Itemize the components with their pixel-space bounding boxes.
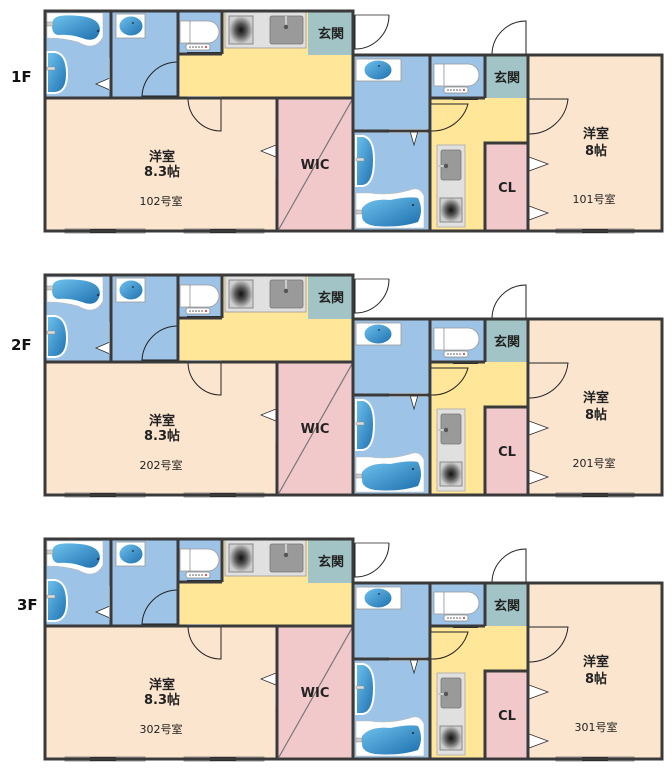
room-size-label: 8.3帖 — [144, 164, 180, 180]
room-size-label: 8帖 — [585, 143, 607, 159]
room-size-label: 8帖 — [585, 671, 607, 687]
entrance-label: 玄関 — [494, 598, 520, 614]
room-size-label: 8帖 — [585, 407, 607, 423]
closet-label: CL — [498, 445, 516, 460]
closet-label: WIC — [301, 158, 330, 173]
floor-2 — [43, 273, 664, 499]
entrance-label: 玄関 — [494, 334, 520, 350]
entrance-label: 玄関 — [318, 554, 344, 570]
room-type-label: 洋室 — [149, 677, 175, 693]
entrance-label: 玄関 — [494, 70, 520, 86]
closet-label: CL — [498, 181, 516, 196]
room-number-label: 301号室 — [575, 720, 618, 734]
floor-1 — [43, 9, 664, 235]
floor-label: 3F — [17, 596, 38, 614]
room-number-label: 302号室 — [140, 722, 183, 736]
room-number-label: 101号室 — [573, 192, 616, 206]
room-type-label: 洋室 — [583, 126, 609, 142]
entrance-label: 玄関 — [318, 290, 344, 306]
closet-label: WIC — [301, 686, 330, 701]
room-type-label: 洋室 — [149, 413, 175, 429]
room-size-label: 8.3帖 — [144, 692, 180, 708]
room-number-label: 202号室 — [140, 458, 183, 472]
room-type-label: 洋室 — [583, 390, 609, 406]
room-size-label: 8.3帖 — [144, 428, 180, 444]
entrance-label: 玄関 — [318, 26, 344, 42]
room-type-label: 洋室 — [583, 654, 609, 670]
closet-label: WIC — [301, 422, 330, 437]
room-number-label: 102号室 — [140, 194, 183, 208]
floor-label: 1F — [11, 68, 32, 86]
room-type-label: 洋室 — [149, 149, 175, 165]
room-number-label: 201号室 — [573, 456, 616, 470]
floor-label: 2F — [11, 336, 32, 354]
closet-label: CL — [498, 709, 516, 724]
floor-3 — [43, 537, 664, 763]
